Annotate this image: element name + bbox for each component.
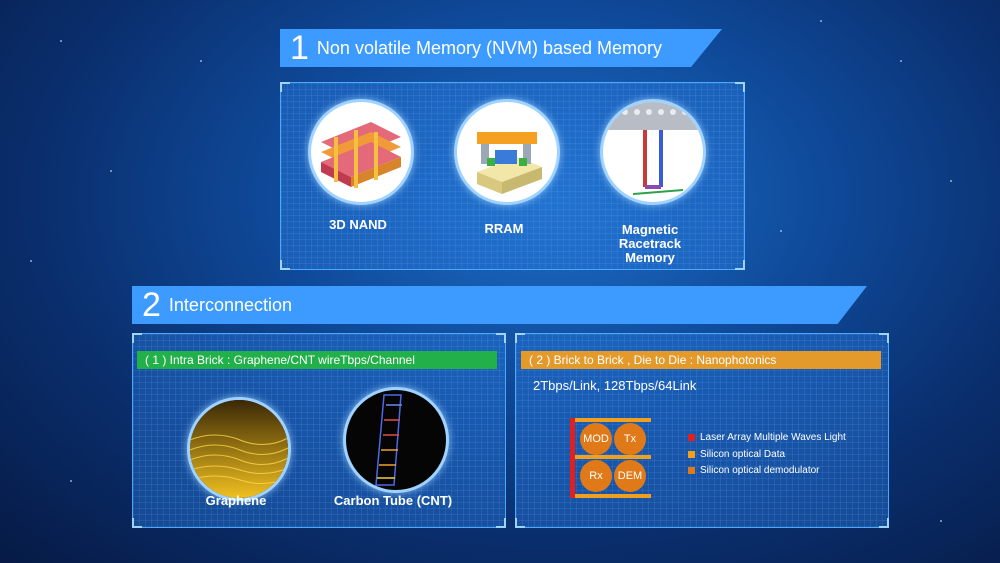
legend-silicon-data: Silicon optical Data xyxy=(688,449,785,460)
cnt-label: Carbon Tube (CNT) xyxy=(333,493,453,508)
carbon-nanotube-icon xyxy=(343,387,449,493)
3d-nand-label: 3D NAND xyxy=(329,217,387,232)
legend-label-silicon-data: Silicon optical Data xyxy=(700,449,786,460)
silicon-data-rail-bottom xyxy=(575,494,651,498)
graphene-icon xyxy=(187,397,291,501)
graphene-label: Graphene xyxy=(205,493,267,508)
dem-block: DEM xyxy=(614,460,646,492)
section1-banner: 1 Non volatile Memory (NVM) based Memory xyxy=(280,29,722,67)
3d-nand-icon xyxy=(308,99,414,205)
nanophotonics-header: ( 2 ) Brick to Brick , Die to Die : Nano… xyxy=(521,351,881,369)
tx-block: Tx xyxy=(614,423,646,455)
rram-icon xyxy=(454,99,560,205)
nvm-panel: 3D NAND RRAM Mag xyxy=(280,82,745,270)
legend-label-laser: Laser Array Multiple Waves Light xyxy=(700,432,846,443)
speed-text: 2Tbps/Link, 128Tbps/64Link xyxy=(533,378,697,393)
legend-demodulator: Silicon optical demodulator xyxy=(688,465,820,476)
intra-brick-panel: ( 1 ) Intra Brick : Graphene/CNT wireTbp… xyxy=(132,333,506,528)
laser-array-bar xyxy=(570,418,575,498)
legend-swatch-laser xyxy=(688,434,695,441)
racetrack-label: Magnetic Racetrack Memory xyxy=(618,222,682,265)
nanophotonics-panel: ( 2 ) Brick to Brick , Die to Die : Nano… xyxy=(515,333,889,528)
racetrack-memory-icon xyxy=(600,99,706,205)
photonics-block-diagram: MOD Tx Rx DEM xyxy=(570,418,670,508)
section2-number: 2 xyxy=(142,285,161,324)
section1-title: Non volatile Memory (NVM) based Memory xyxy=(316,37,663,58)
section2-banner: 2 Interconnection xyxy=(132,286,867,324)
legend-swatch-demodulator xyxy=(688,467,695,474)
intra-brick-header: ( 1 ) Intra Brick : Graphene/CNT wireTbp… xyxy=(137,351,497,369)
silicon-data-rail-top xyxy=(575,418,651,422)
legend-laser: Laser Array Multiple Waves Light xyxy=(688,432,846,443)
section1-number: 1 xyxy=(290,28,309,67)
legend-swatch-silicon-data xyxy=(688,451,695,458)
rram-label: RRAM xyxy=(484,221,524,236)
legend-label-demodulator: Silicon optical demodulator xyxy=(700,465,820,476)
rx-block: Rx xyxy=(580,460,612,492)
mod-block: MOD xyxy=(580,423,612,455)
silicon-data-rail-mid xyxy=(575,455,651,459)
section2-title: Interconnection xyxy=(168,294,293,315)
